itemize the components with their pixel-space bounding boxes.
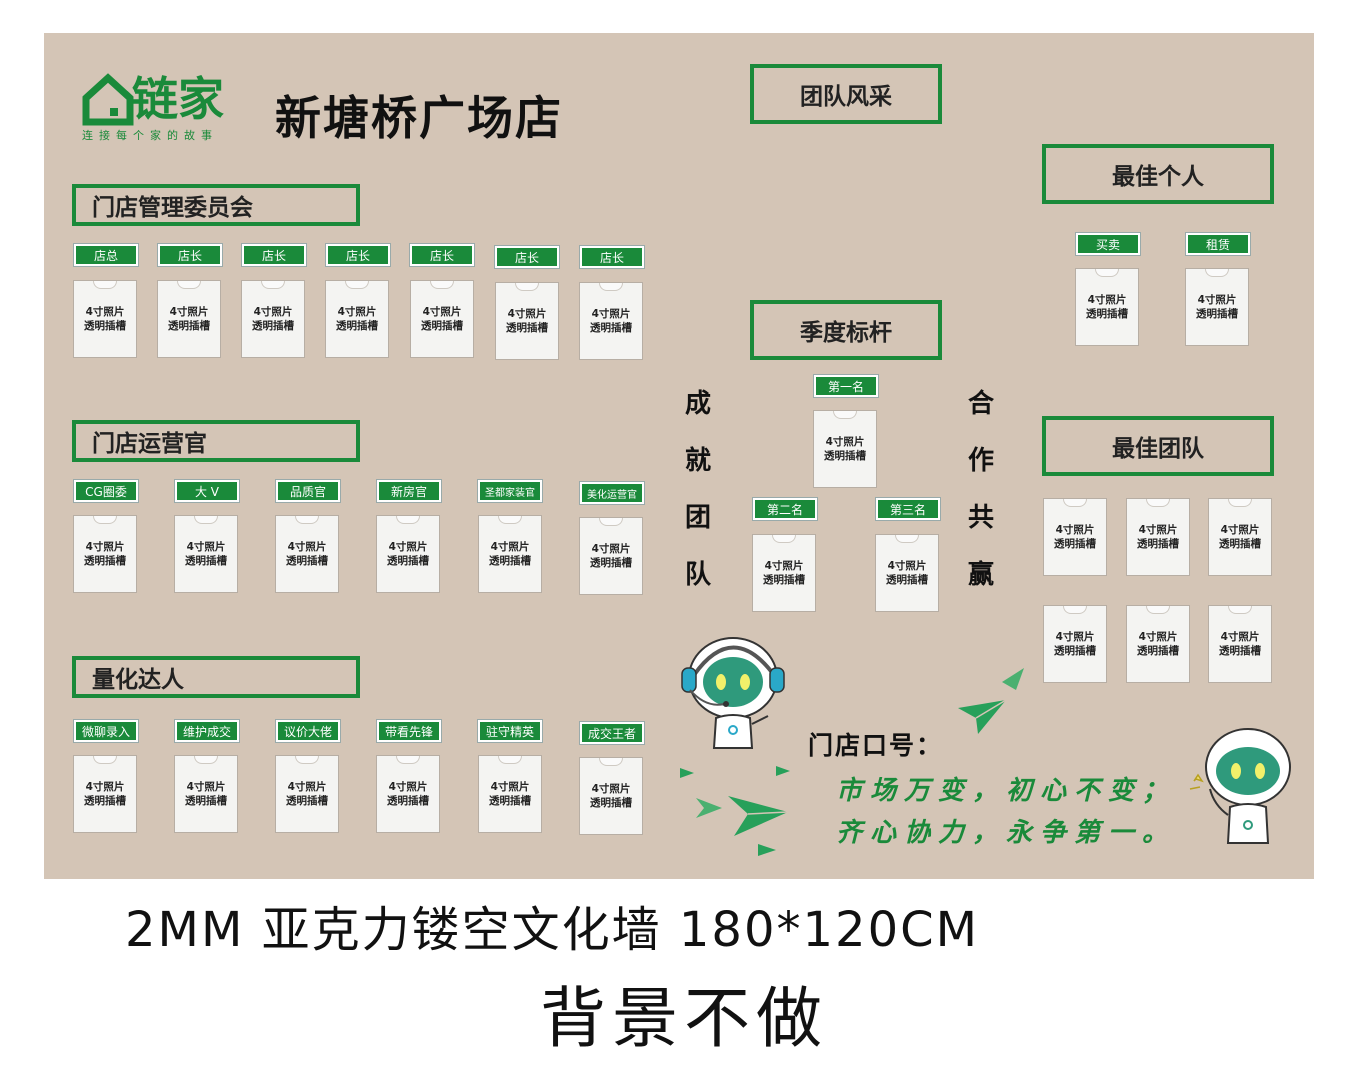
rank-tag: 第一名 (813, 374, 879, 398)
side-char: 共 (968, 503, 995, 533)
house-logo-icon (82, 73, 134, 126)
paper-plane-icon (728, 796, 789, 836)
role-tag: 店长 (409, 243, 475, 267)
side-char: 成 (685, 389, 712, 419)
photo-slot: 4寸照片透明插槽 (241, 280, 305, 358)
role-tag: 微聊录入 (73, 719, 139, 743)
mascot-wave-icon (1189, 728, 1291, 844)
photo-slot: 4寸照片透明插槽 (1043, 605, 1107, 683)
role-tag: 店长 (325, 243, 391, 267)
photo-slot: 4寸照片透明插槽 (1043, 498, 1107, 576)
photo-slot: 4寸照片透明插槽 (752, 534, 816, 612)
photo-slot: 4寸照片透明插槽 (376, 515, 440, 593)
note-text: 背景不做 (540, 980, 828, 1057)
role-tag: 店长 (579, 245, 645, 269)
photo-slot: 4寸照片透明插槽 (174, 515, 238, 593)
spec-text: 2MM 亚克力镂空文化墙 180*120CM (125, 902, 980, 958)
side-char: 作 (968, 446, 995, 476)
photo-slot: 4寸照片透明插槽 (275, 515, 339, 593)
paper-plane-icon (696, 798, 722, 818)
committee-title: 门店管理委员会 (72, 184, 360, 226)
photo-slot: 4寸照片透明插槽 (275, 755, 339, 833)
photo-slot: 4寸照片透明插槽 (875, 534, 939, 612)
paper-plane-icon (958, 699, 1007, 734)
role-tag: 店长 (241, 243, 307, 267)
photo-slot: 4寸照片透明插槽 (1075, 268, 1139, 346)
photo-slot: 4寸照片透明插槽 (579, 757, 643, 835)
role-tag: 带看先锋 (376, 719, 442, 743)
photo-slot: 4寸照片透明插槽 (1185, 268, 1249, 346)
slogan-line1: 市场万变，初心不变； (836, 776, 1177, 806)
role-tag: 驻守精英 (477, 719, 543, 743)
paper-plane-icon (758, 844, 776, 856)
paper-plane-icon (776, 766, 790, 776)
photo-slot: 4寸照片透明插槽 (1208, 498, 1272, 576)
role-tag: 大 V (174, 479, 240, 503)
slogan-line2: 齐心协力，永争第一。 (836, 818, 1177, 848)
role-tag: 店长 (157, 243, 223, 267)
role-tag: 美化运营官 (579, 481, 645, 505)
store-name: 新塘桥广场店 (275, 91, 563, 145)
side-char: 队 (685, 560, 712, 590)
photo-slot: 4寸照片透明插槽 (579, 517, 643, 595)
role-tag: CG圈委 (73, 479, 139, 503)
photo-slot: 4寸照片透明插槽 (495, 282, 559, 360)
photo-slot: 4寸照片透明插槽 (157, 280, 221, 358)
best-team-title: 最佳团队 (1042, 416, 1274, 476)
team-style-title: 团队风采 (750, 64, 942, 124)
quantified-title: 量化达人 (72, 656, 360, 698)
photo-slot: 4寸照片透明插槽 (325, 280, 389, 358)
best-individual-title: 最佳个人 (1042, 144, 1274, 204)
role-tag: 议价大佬 (275, 719, 341, 743)
logo-brand: 链家 (132, 72, 224, 126)
photo-slot: 4寸照片透明插槽 (1208, 605, 1272, 683)
paper-plane-icon (680, 768, 694, 778)
side-char: 赢 (968, 560, 995, 590)
photo-slot: 4寸照片透明插槽 (1126, 498, 1190, 576)
lianjia-logo: 链家 连接每个家的故事 (80, 70, 260, 145)
photo-slot: 4寸照片透明插槽 (813, 410, 877, 488)
side-char: 合 (968, 389, 995, 419)
logo-tagline: 连接每个家的故事 (82, 129, 218, 142)
photo-slot: 4寸照片透明插槽 (1126, 605, 1190, 683)
photo-slot: 4寸照片透明插槽 (174, 755, 238, 833)
role-tag: 维护成交 (174, 719, 240, 743)
side-char: 就 (685, 446, 712, 476)
role-tag: 成交王者 (579, 721, 645, 745)
role-tag: 店总 (73, 243, 139, 267)
photo-slot: 4寸照片透明插槽 (410, 280, 474, 358)
rank-tag: 第二名 (752, 497, 818, 521)
role-tag: 买卖 (1075, 232, 1141, 256)
operations-title: 门店运营官 (72, 420, 360, 462)
photo-slot: 4寸照片透明插槽 (73, 280, 137, 358)
slogan-label: 门店口号： (808, 731, 944, 760)
role-tag: 新房官 (376, 479, 442, 503)
quarter-title: 季度标杆 (750, 300, 942, 360)
role-tag: 品质官 (275, 479, 341, 503)
role-tag: 店长 (494, 245, 560, 269)
photo-slot: 4寸照片透明插槽 (478, 755, 542, 833)
photo-slot: 4寸照片透明插槽 (478, 515, 542, 593)
photo-slot: 4寸照片透明插槽 (73, 755, 137, 833)
side-char: 团 (685, 503, 712, 533)
photo-slot: 4寸照片透明插槽 (579, 282, 643, 360)
mascot-headset-icon (681, 637, 785, 749)
role-tag: 租赁 (1185, 232, 1251, 256)
photo-slot: 4寸照片透明插槽 (73, 515, 137, 593)
role-tag: 圣都家装官 (477, 479, 543, 503)
photo-slot: 4寸照片透明插槽 (376, 755, 440, 833)
paper-plane-icon (1002, 668, 1024, 690)
rank-tag: 第三名 (875, 497, 941, 521)
